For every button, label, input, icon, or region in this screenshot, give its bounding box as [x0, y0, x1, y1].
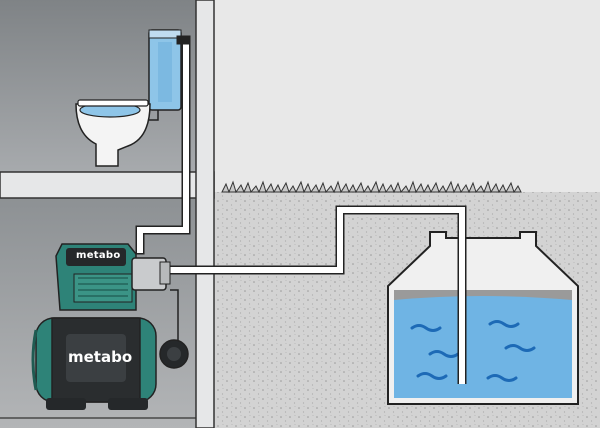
cistern-water	[394, 296, 572, 398]
pump-brand-label-tank: metabo	[68, 348, 132, 366]
outdoor-sky	[210, 0, 600, 195]
exterior-wall	[196, 0, 214, 428]
pump-brand-label-top: metabo	[76, 250, 121, 261]
